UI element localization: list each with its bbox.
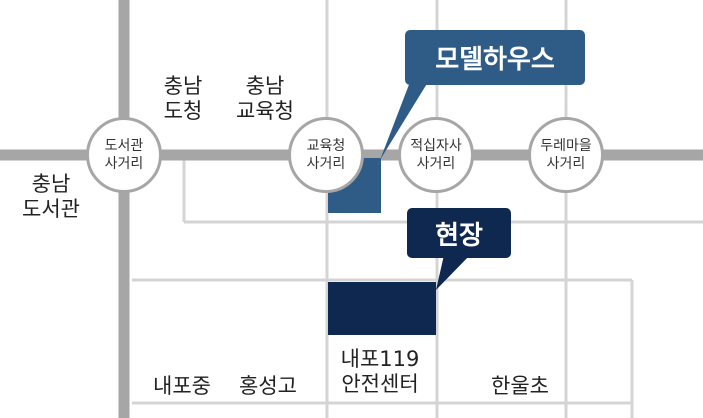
intersection-gyoyukcheong: 교육청 사거리: [288, 117, 364, 193]
site-block: [328, 282, 436, 335]
site-callout: 현장: [407, 208, 511, 258]
intersection-jeoksipjasa: 적십자사 사거리: [398, 117, 474, 193]
place-naepo-middle: 내포중: [153, 374, 211, 398]
place-hanul: 한울초: [491, 374, 549, 398]
intersection-dosegwan: 도서관 사거리: [86, 117, 162, 193]
model-house-callout: 모델하우스: [405, 30, 585, 85]
place-hongseong-high: 홍성고: [239, 374, 297, 398]
site-pointer: [436, 255, 470, 290]
model-house-pointer: [380, 82, 428, 160]
place-chungnam-gyoyukcheong: 충남 교육청: [236, 74, 294, 123]
place-fire-station: 내포119 안전센터: [340, 347, 420, 396]
intersection-duremaeul: 두레마을 사거리: [528, 117, 604, 193]
place-chungnam-docheong: 충남 도청: [163, 74, 203, 123]
place-chungnam-doseogwan: 충남 도서관: [22, 172, 80, 221]
